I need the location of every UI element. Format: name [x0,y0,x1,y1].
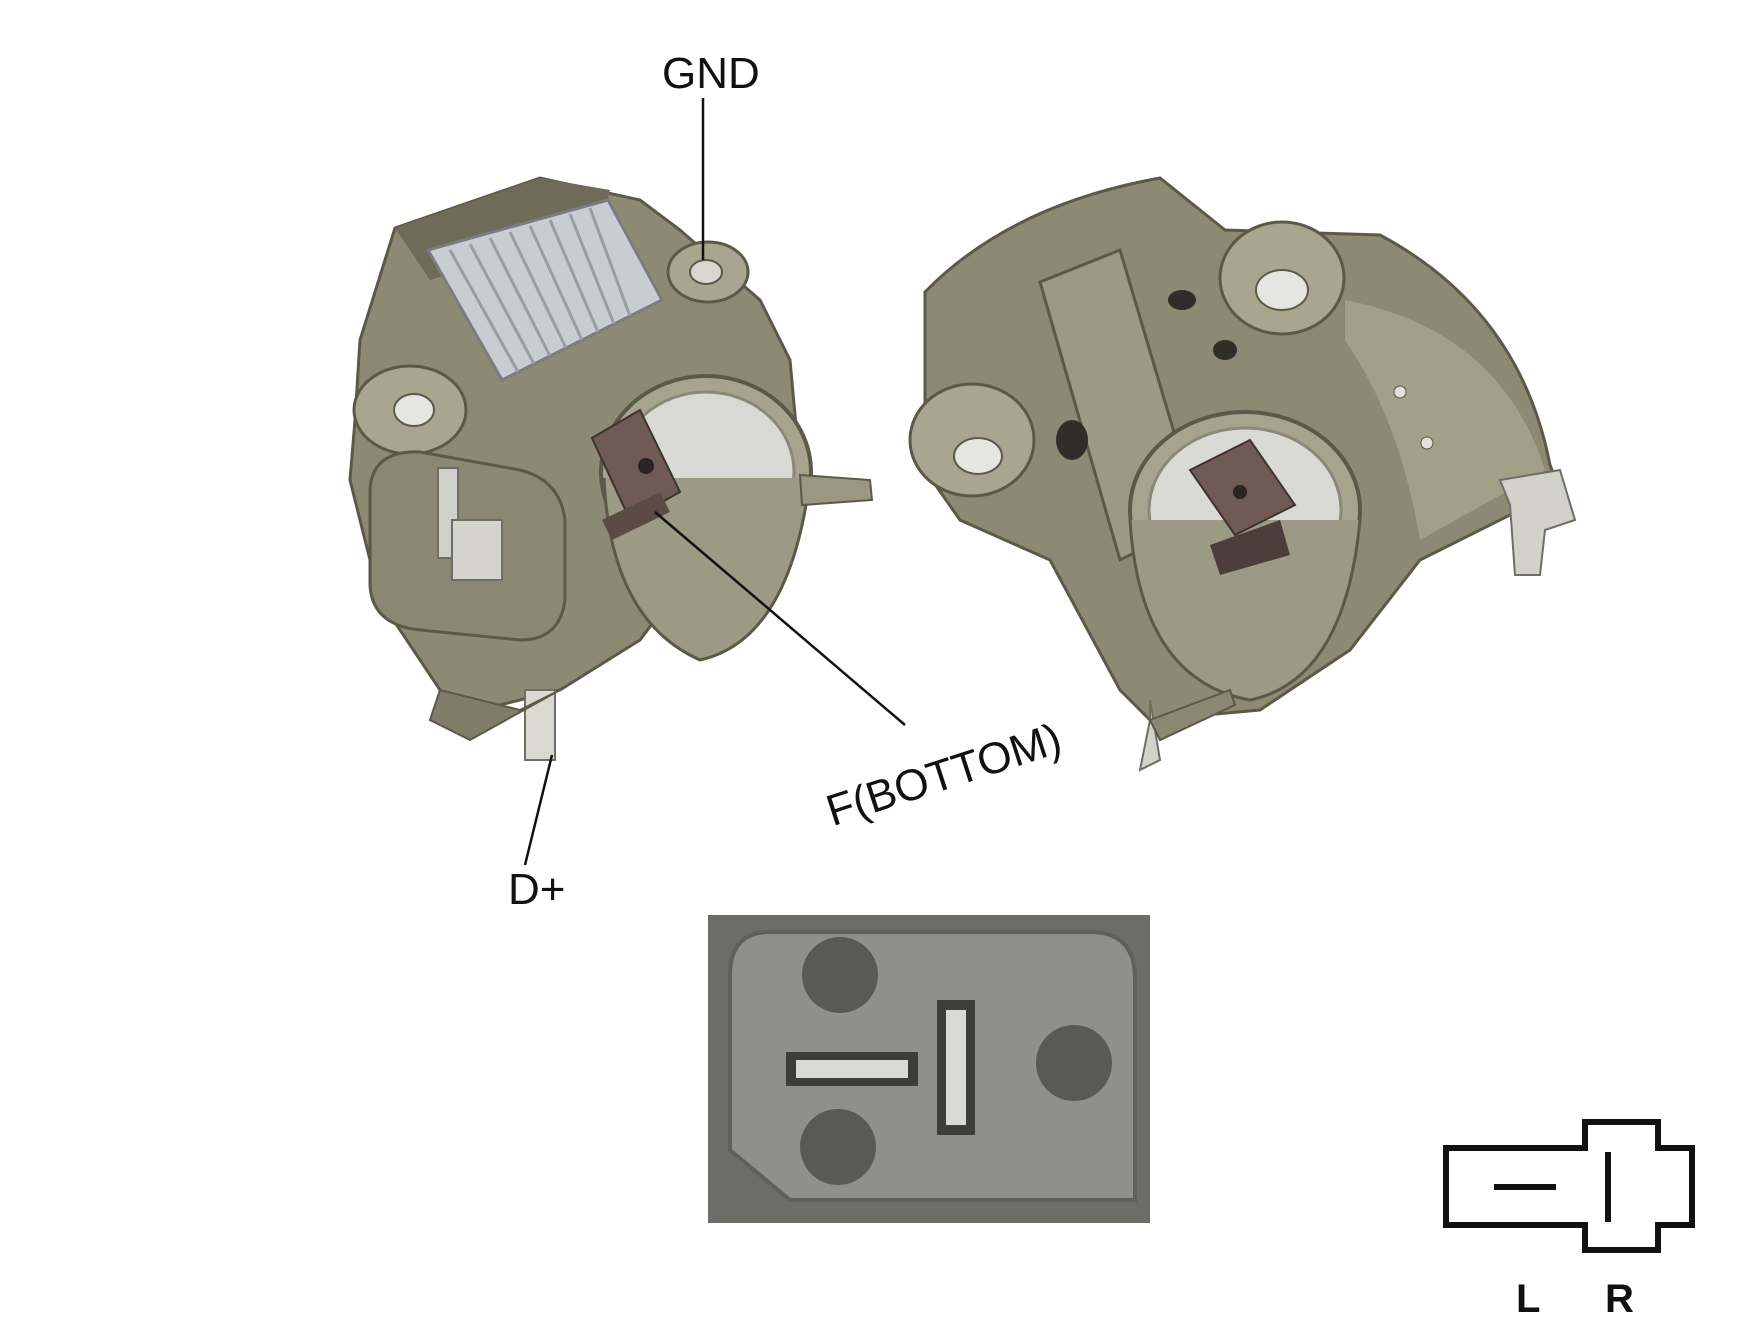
l-pin-horizontal [786,1052,918,1086]
regulator-front-view [348,176,874,761]
connector-r-label: R [1605,1277,1634,1321]
connector-closeup [708,915,1150,1223]
brush-holder-ring [599,374,813,662]
gnd-label: GND [662,49,760,98]
connector-dimple-bottom [800,1109,876,1185]
connector-dimple-right [1036,1025,1112,1101]
d-plus-leader-line [523,754,554,866]
gnd-terminal [666,240,750,304]
connector-l-label: L [1516,1277,1541,1321]
mounting-hole-left-rear [908,382,1036,498]
regulator-rear-view [908,176,1577,772]
connector-schematic [1443,1119,1695,1253]
brush-rear [1188,438,1297,575]
heatsink [425,198,665,382]
connector-dimple-top [802,937,878,1013]
mounting-hole-top [1218,220,1346,336]
leader-lines [523,98,906,866]
d-plus-label: D+ [508,865,566,914]
f-bottom-leader-line [654,511,906,726]
brush-f-terminal [590,408,682,540]
mounting-hole-left [352,364,468,456]
r-pin-vertical [937,1000,975,1135]
connector-housing [368,450,567,642]
